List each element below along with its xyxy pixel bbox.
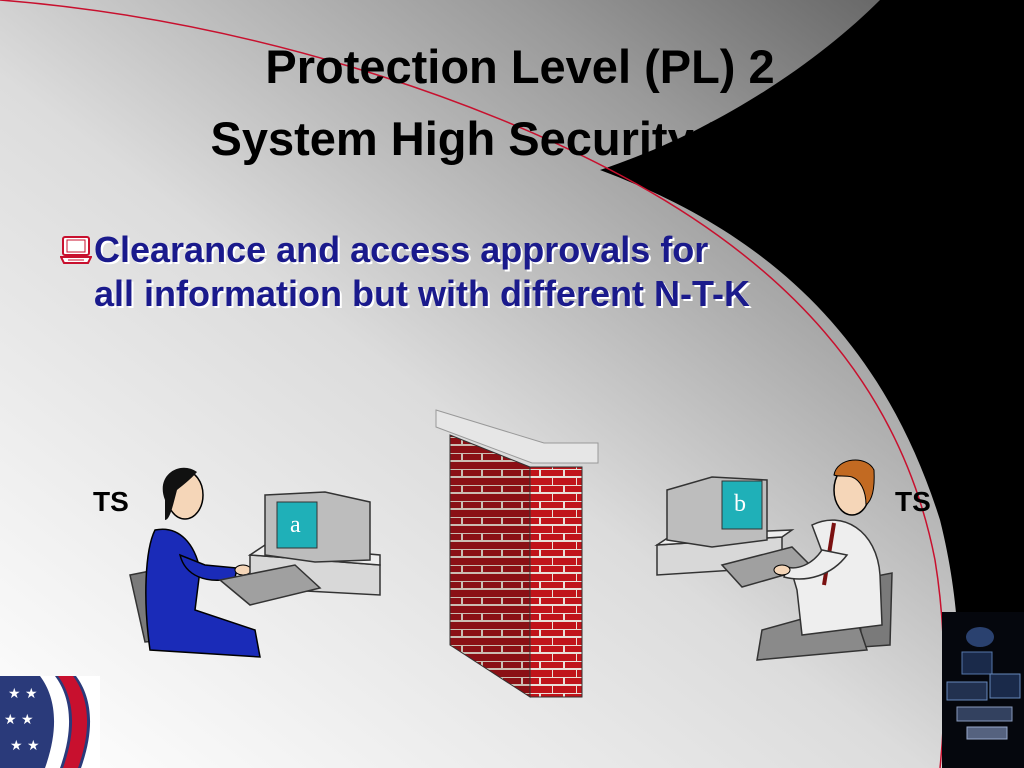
- computer-equipment-image: [942, 612, 1024, 768]
- right-screen-letter: b: [734, 491, 746, 517]
- computer-icon: [60, 236, 92, 264]
- flag-image: ★ ★ ★ ★ ★ ★: [0, 676, 100, 768]
- slide-title-line-2: System High Security Mode: [210, 112, 830, 165]
- svg-text:★ ★: ★ ★: [4, 712, 34, 728]
- right-clearance-label: TS: [895, 486, 931, 517]
- slide-title-line-1: Protection Level (PL) 2: [265, 40, 775, 93]
- svg-text:★ ★: ★ ★: [10, 738, 40, 754]
- bullet-text: Clearance and access approvals for all i…: [94, 229, 750, 314]
- firewall-icon: [435, 409, 599, 698]
- svg-text:★ ★: ★ ★: [8, 686, 38, 702]
- left-user-workstation: a: [129, 467, 381, 658]
- left-screen-letter: a: [290, 512, 301, 538]
- right-user-workstation: b: [654, 459, 893, 661]
- left-clearance-label: TS: [93, 486, 129, 517]
